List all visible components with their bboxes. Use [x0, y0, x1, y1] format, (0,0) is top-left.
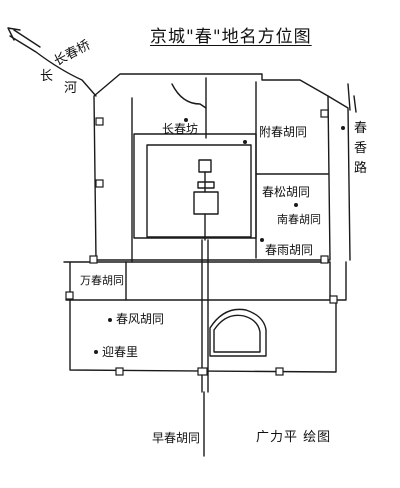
- palace-outline: [133, 133, 257, 239]
- tower-3: [320, 109, 329, 118]
- chang-river-line: [9, 29, 97, 97]
- label-chunxiang-road-2: 香: [354, 141, 368, 156]
- gate-arch: [213, 314, 261, 353]
- outer-city-wall: [63, 261, 337, 373]
- dot-chunfeng-hutong: [108, 318, 112, 322]
- label-chunyu-hutong: 春雨胡同: [265, 243, 314, 257]
- tower-7: [115, 367, 124, 376]
- central-axis: [201, 171, 209, 457]
- imperial-city: [146, 144, 252, 238]
- tower-10: [329, 295, 338, 304]
- label-zaochun-hutong: 早春胡同: [152, 431, 201, 445]
- dot-changchun-fang: [184, 118, 188, 122]
- label-chunsong-hutong: 春松胡同: [262, 185, 311, 199]
- dot-chunxiang-road: [341, 126, 345, 130]
- palace-gate: [197, 181, 215, 189]
- dot-fuchun-hutong: [243, 140, 247, 144]
- label-chunxiang-road-3: 路: [354, 161, 368, 176]
- label-changchun-fang: 长春坊: [162, 122, 199, 136]
- outer-city-right-corner: [335, 261, 347, 301]
- label-chunxiang-road-1: 春: [354, 121, 368, 136]
- tower-6: [65, 291, 74, 300]
- label-fuchun-hutong: 附春胡同: [259, 125, 308, 139]
- tower-4: [320, 255, 329, 264]
- label-chang-river-2: 河: [64, 81, 78, 96]
- palace-building-1: [198, 159, 212, 173]
- label-nanchun-hutong: 南春胡同: [277, 213, 321, 226]
- chunxiang-road: [347, 83, 357, 113]
- river-arrow-icon: [7, 27, 21, 41]
- dot-yingchun-li: [94, 350, 98, 354]
- map-title: 京城"春"地名方位图: [150, 27, 312, 47]
- river-right-line: [327, 95, 351, 261]
- map-credit: 广力平 绘图: [256, 430, 332, 445]
- tower-2: [95, 179, 104, 188]
- tower-1: [95, 117, 104, 126]
- label-yingchun-li: 迎春里: [102, 345, 139, 359]
- tower-8: [197, 367, 208, 376]
- tower-9: [275, 367, 284, 376]
- curve-road: [171, 83, 207, 109]
- dot-chunyu-hutong: [260, 238, 264, 242]
- label-wanchun-hutong: 万春胡同: [80, 274, 124, 287]
- label-chang-river-1: 长: [40, 69, 54, 84]
- inner-city-wall: [93, 73, 331, 261]
- dot-chunsong-hutong: [294, 203, 298, 207]
- label-chunfeng-hutong: 春风胡同: [116, 312, 165, 326]
- palace-building-2: [193, 191, 219, 215]
- gate-arch-outer: [209, 308, 267, 357]
- tower-5: [89, 255, 98, 264]
